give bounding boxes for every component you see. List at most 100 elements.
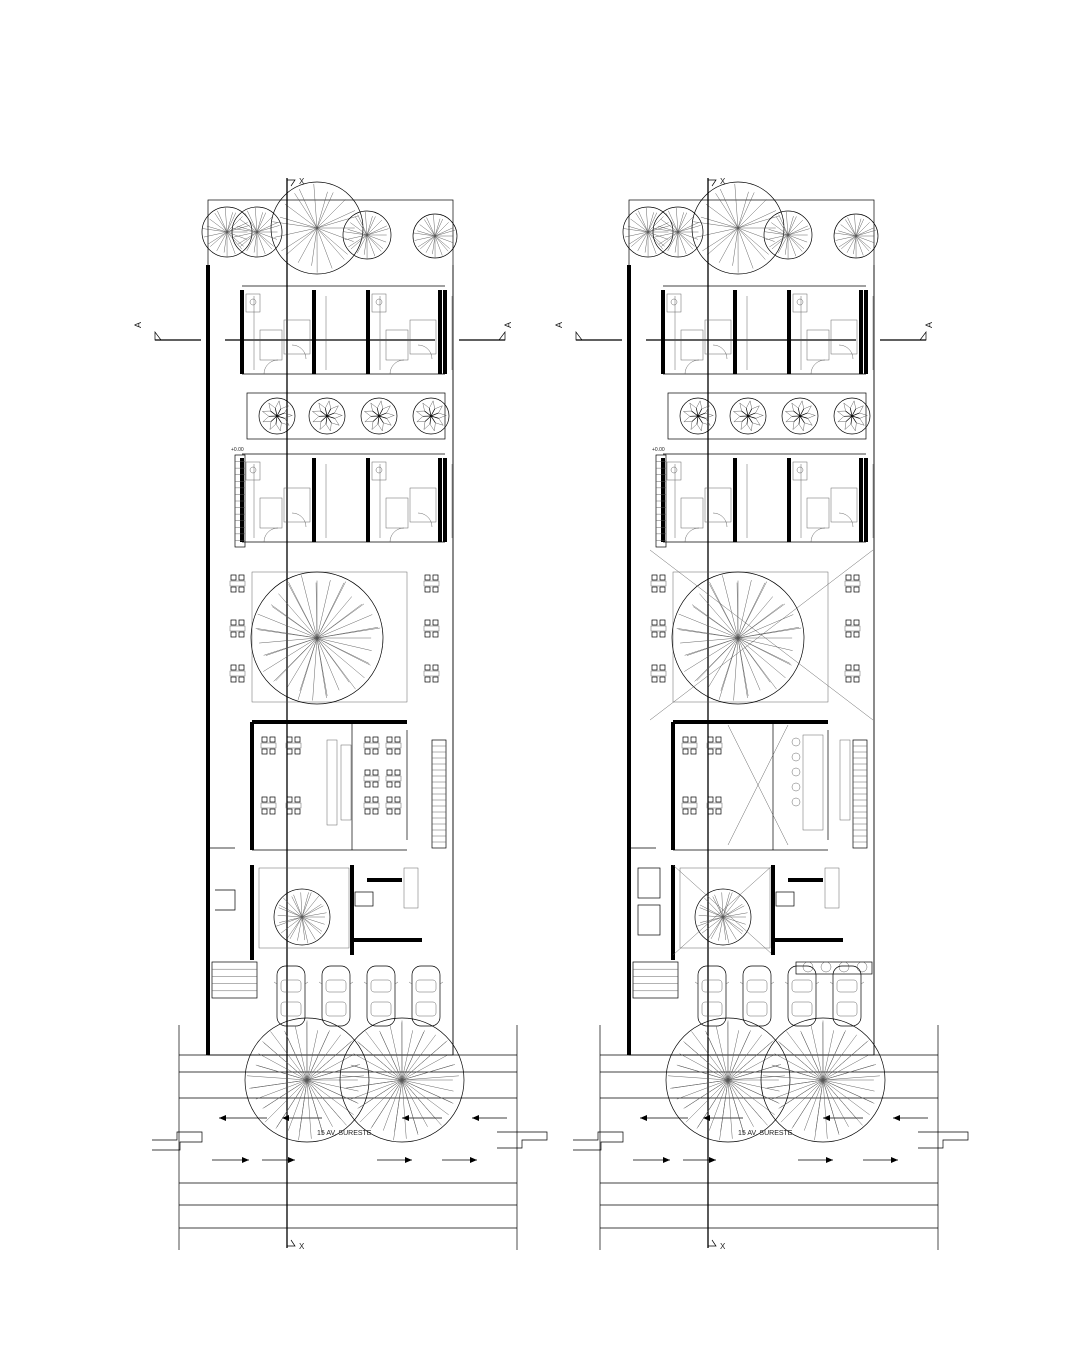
- dining-table: [285, 796, 302, 815]
- rear-tree: [231, 206, 283, 258]
- traffic-arrow-left: [823, 1115, 863, 1121]
- planter-tree: [360, 397, 398, 435]
- floor-plan-right: X X A A +0.00 15 AV. SURESTE: [554, 177, 969, 1251]
- room-row-lower: [240, 453, 453, 543]
- rear-tree: [342, 210, 392, 260]
- diagonal-hatch: [727, 724, 789, 846]
- front-planter: [795, 961, 873, 975]
- front-shrub: [856, 961, 868, 973]
- traffic-arrow-right: [633, 1157, 670, 1163]
- planter-small: [775, 891, 795, 907]
- parking-bay: [637, 904, 661, 936]
- courtyard-table-left: [650, 619, 667, 638]
- lower-courtyard: [258, 867, 350, 949]
- front-shrub: [802, 961, 814, 973]
- stair-main: [852, 739, 868, 849]
- planter-small: [354, 891, 374, 907]
- bar-stool: [791, 782, 801, 792]
- parked-car: [784, 965, 820, 1027]
- planter-tree: [308, 397, 346, 435]
- room-row-upper: [240, 285, 453, 375]
- bar-stool: [791, 767, 801, 777]
- section-mark-right: A: [459, 322, 513, 341]
- median-notch-left: [573, 1131, 624, 1151]
- courtyard-table-right: [844, 619, 861, 638]
- courtyard-paving: [251, 571, 408, 703]
- traffic-arrow-left: [640, 1115, 688, 1121]
- wc-fixture: [403, 867, 419, 909]
- parked-car: [408, 965, 444, 1027]
- courtyard-table-right: [423, 574, 440, 593]
- axis-mark-bottom: [287, 1239, 296, 1247]
- lower-tree: [273, 888, 331, 946]
- street-name: 15 AV. SURESTE: [317, 1130, 372, 1137]
- dining-table: [363, 796, 380, 815]
- parking-bay: [637, 867, 661, 899]
- dining-table: [385, 736, 402, 755]
- courtyard-table-right: [423, 664, 440, 683]
- dining-table: [260, 796, 277, 815]
- median-notch-right: [918, 1131, 969, 1149]
- axis-label-bottom: X: [720, 1242, 726, 1251]
- level-note: +0.00: [652, 447, 665, 453]
- courtyard-table-left: [229, 619, 246, 638]
- parked-car: [694, 965, 730, 1027]
- rear-tree: [201, 206, 253, 258]
- axis-label-bottom: X: [299, 1242, 305, 1251]
- level-note: +0.00: [231, 447, 244, 453]
- lower-tree: [694, 888, 752, 946]
- section-mark-label: A: [133, 322, 143, 328]
- planter-tree: [729, 397, 767, 435]
- traffic-arrow-left: [402, 1115, 442, 1121]
- traffic-arrow-left: [219, 1115, 267, 1121]
- axis-mark-top: [708, 179, 717, 187]
- bench: [839, 739, 851, 821]
- entrance-steps: [211, 961, 258, 999]
- bar-counter: [326, 739, 338, 826]
- front-shrub: [820, 961, 832, 973]
- room-row-upper: [661, 285, 874, 375]
- axis-label-top: X: [720, 177, 726, 186]
- courtyard-paving: [672, 571, 829, 703]
- section-mark-left: A: [554, 322, 622, 341]
- section-mark-label: A: [503, 322, 513, 328]
- rear-tree: [412, 213, 458, 259]
- courtyard-tree: [250, 571, 384, 705]
- courtyard-table-right: [423, 619, 440, 638]
- dining-table: [385, 769, 402, 788]
- wc-fixture: [824, 867, 840, 909]
- traffic-arrow-right: [377, 1157, 412, 1163]
- planter-tree: [412, 397, 450, 435]
- entrance-steps: [632, 961, 679, 999]
- courtyard-tree: [671, 571, 805, 705]
- parked-car: [829, 965, 865, 1027]
- traffic-arrow-right: [683, 1157, 716, 1163]
- traffic-arrow-right: [863, 1157, 898, 1163]
- dining-table: [260, 736, 277, 755]
- street-tree: [339, 1017, 465, 1143]
- parked-car: [318, 965, 354, 1027]
- axis-label-top: X: [299, 177, 305, 186]
- courtyard-table-left: [229, 664, 246, 683]
- traffic-arrow-left: [472, 1115, 507, 1121]
- section-mark-label: A: [924, 322, 934, 328]
- rear-tree: [652, 206, 704, 258]
- dining-table: [385, 796, 402, 815]
- dining-table: [681, 796, 698, 815]
- street-name: 15 AV. SURESTE: [738, 1130, 793, 1137]
- section-mark-left: A: [133, 322, 201, 341]
- axis-mark-bottom: [708, 1239, 717, 1247]
- street-tree: [244, 1017, 370, 1143]
- diagonal-hatch: [672, 864, 774, 956]
- planter-tree: [781, 397, 819, 435]
- planter-tree: [258, 397, 296, 435]
- section-mark-right: A: [880, 322, 934, 341]
- bar-stool: [791, 797, 801, 807]
- lower-courtyard: [679, 867, 771, 949]
- kitchen-counter: [340, 744, 352, 821]
- section-mark-label: A: [554, 322, 564, 328]
- traffic-arrow-right: [798, 1157, 833, 1163]
- street-tree: [665, 1017, 791, 1143]
- stair-main: [431, 739, 447, 849]
